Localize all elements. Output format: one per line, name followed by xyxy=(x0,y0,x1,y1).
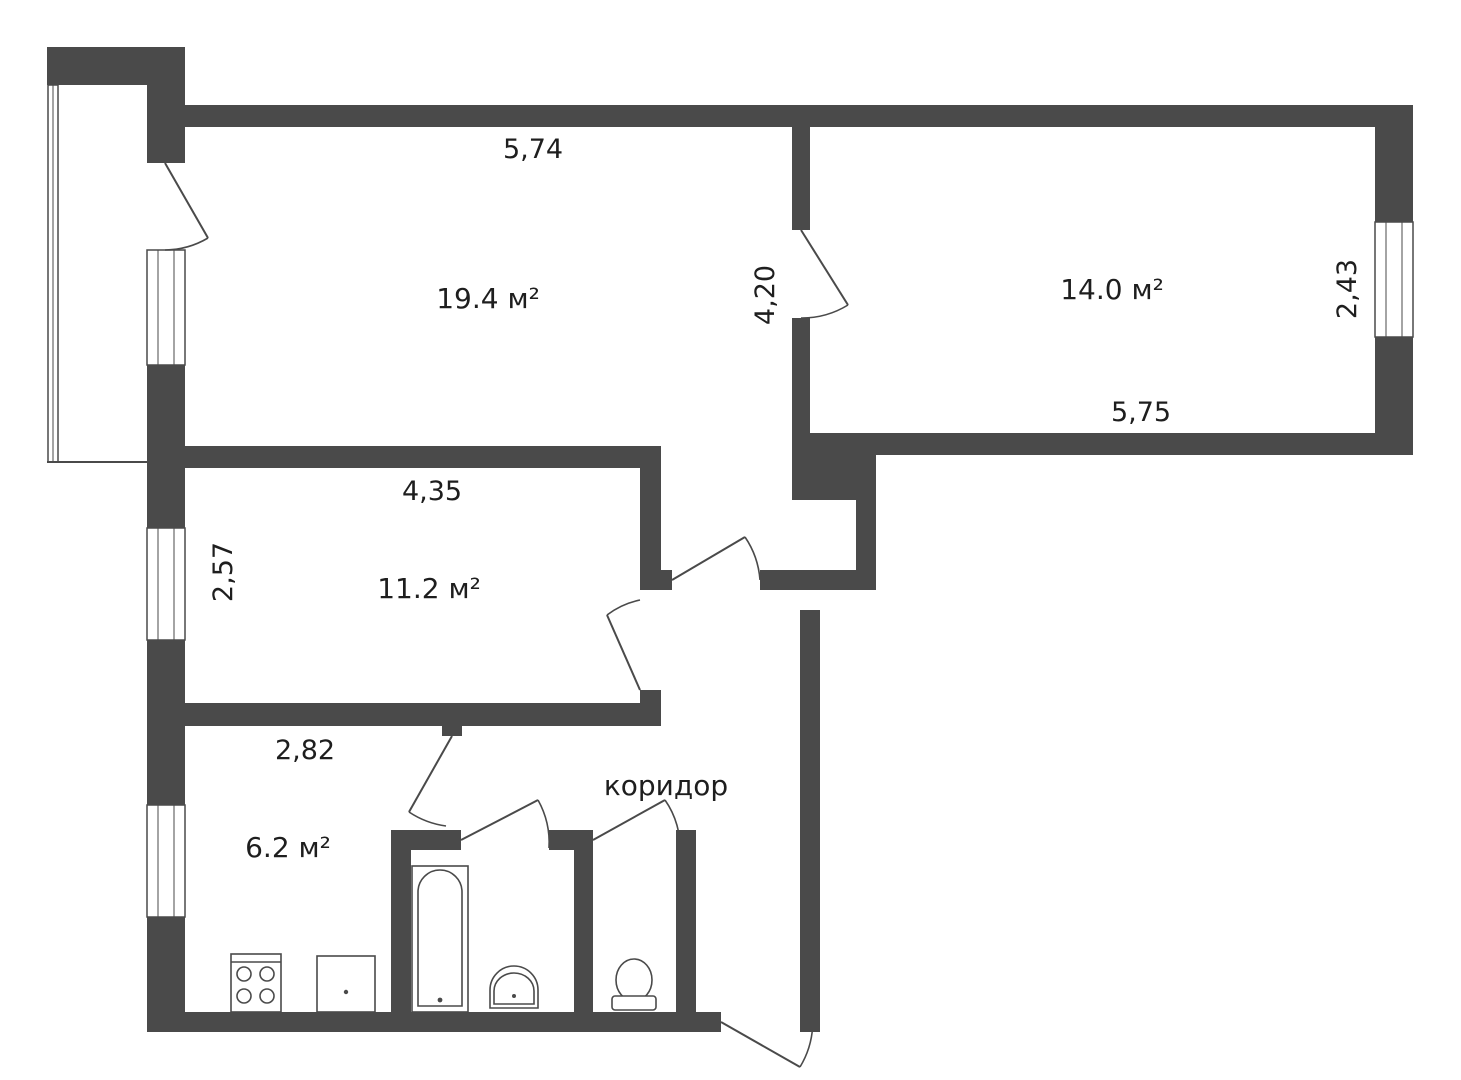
fixtures xyxy=(230,865,657,1013)
corridor-label: коридор xyxy=(604,769,728,802)
door-swing-icon xyxy=(592,799,681,854)
corridor-right-upper xyxy=(856,455,876,590)
bath-top-wall-right xyxy=(549,830,593,850)
bedroom-width: 5,75 xyxy=(1111,397,1171,428)
window-icon xyxy=(146,804,186,918)
balcony xyxy=(47,84,185,463)
stove-icon xyxy=(230,953,282,1013)
kitchen-door-jamb xyxy=(442,726,462,736)
door-swing-icon xyxy=(460,799,550,849)
windows xyxy=(146,221,1414,918)
small-room-right-upper xyxy=(640,446,661,584)
kitchen-area: 6.2 м² xyxy=(245,831,331,864)
door-swing-icon xyxy=(800,229,849,319)
bathtub-icon xyxy=(411,865,469,1013)
corridor-right-wall xyxy=(800,610,820,1032)
kitchen-sink-icon xyxy=(316,955,376,1013)
small-room-width: 4,35 xyxy=(402,476,462,507)
window-icon xyxy=(146,527,186,641)
door-swing-icon xyxy=(606,599,641,691)
window-icon xyxy=(146,249,186,366)
left-wall-upper xyxy=(147,47,185,163)
small-room-bottom-wall xyxy=(185,703,661,726)
small-room-area: 11.2 м² xyxy=(377,572,481,605)
partition-living-bedroom-lower xyxy=(792,318,810,500)
bedroom-height: 2,43 xyxy=(1332,259,1363,319)
bath-wc-partition xyxy=(574,850,593,1032)
partition-living-bedroom-upper xyxy=(792,127,810,230)
door-swing-icon xyxy=(408,735,453,827)
door-swing-icon xyxy=(164,162,209,251)
bath-top-wall-left xyxy=(391,830,461,850)
living-room-width: 5,74 xyxy=(503,134,563,165)
door-swing-icon xyxy=(720,984,814,1068)
bedroom-bottom-wall xyxy=(810,433,1413,455)
right-wall-upper xyxy=(1375,105,1413,222)
wc-right-wall xyxy=(676,830,696,1032)
kitchen-width: 2,82 xyxy=(275,735,335,766)
bedroom-area: 14.0 м² xyxy=(1060,273,1164,306)
washbasin-icon xyxy=(489,965,539,1009)
living-room-area: 19.4 м² xyxy=(436,282,540,315)
small-room-height: 2,57 xyxy=(208,542,239,602)
window-icon xyxy=(1374,221,1414,338)
doors xyxy=(164,162,849,1068)
living-room-height: 4,20 xyxy=(750,265,781,325)
small-room-door-jamb-1 xyxy=(640,570,672,590)
small-room-top-wall xyxy=(185,446,661,468)
bath-left-wall xyxy=(391,830,411,1032)
left-wall-mid-1 xyxy=(147,365,185,528)
left-wall-mid-2 xyxy=(147,640,185,805)
door-swing-icon xyxy=(671,536,761,581)
top-outer-wall xyxy=(147,105,1413,127)
corridor-niche-wall xyxy=(760,570,876,590)
walls xyxy=(47,47,1413,1032)
toilet-icon xyxy=(611,958,657,1011)
bottom-outer-wall xyxy=(147,1012,721,1032)
labels: 19.4 м² 5,74 4,20 14.0 м² 2,43 5,75 4,35… xyxy=(208,134,1363,864)
corner-block xyxy=(810,433,856,500)
